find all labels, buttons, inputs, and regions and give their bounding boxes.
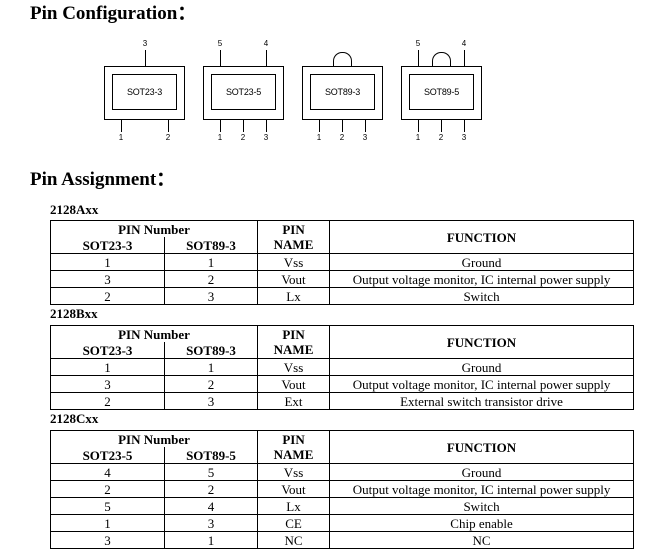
cell: External switch transistor drive	[329, 392, 635, 410]
col-a-header: SOT23-3	[50, 342, 165, 359]
function-header: FUNCTION	[329, 325, 635, 359]
cell: Ground	[329, 358, 635, 376]
table-row: 3 2 Vout Output voltage monitor, IC inte…	[50, 270, 635, 288]
cell: 1	[50, 358, 165, 376]
col-a-header: SOT23-3	[50, 237, 165, 254]
pin-table-2128cxx: PIN Number PIN NAME FUNCTION SOT23-5 SOT…	[49, 430, 635, 549]
pin-number: 4	[263, 39, 269, 48]
cell: 2	[163, 480, 259, 498]
cell: Switch	[329, 287, 635, 305]
pin-number-header: PIN Number	[49, 325, 259, 342]
pin-number: 3	[362, 133, 368, 142]
cell: 2	[50, 287, 165, 305]
function-header: FUNCTION	[329, 220, 635, 254]
table-row: 2 2 Vout Output voltage monitor, IC inte…	[50, 480, 635, 498]
col-b-header: SOT89-3	[163, 237, 259, 254]
pin-number: 3	[142, 39, 148, 48]
cell: 3	[50, 270, 165, 288]
pin-number: 5	[415, 39, 421, 48]
cell: 2	[163, 270, 259, 288]
cell: 2	[50, 392, 165, 410]
pin-number-header: PIN Number	[49, 220, 259, 237]
function-header: FUNCTION	[329, 430, 635, 464]
cell: 3	[50, 375, 165, 393]
pin-configuration-heading: Pin Configuration：	[30, 3, 197, 24]
cell: 1	[50, 253, 165, 271]
table-label: 2128Axx	[50, 202, 99, 217]
table-row: 2 3 Ext External switch transistor drive	[50, 392, 635, 410]
pin-number-header: PIN Number	[49, 430, 259, 447]
cell: Ground	[329, 463, 635, 481]
pin-number: 1	[217, 133, 223, 142]
cell: Vout	[257, 270, 331, 288]
pin-number: 3	[461, 133, 467, 142]
pin-name-header: PIN NAME	[257, 220, 331, 254]
package-label: SOT23-3	[112, 74, 177, 110]
col-b-header: SOT89-3	[163, 342, 259, 359]
table-row: 3 1 NC NC	[50, 531, 635, 549]
pin-number: 4	[461, 39, 467, 48]
table-label: 2128Cxx	[50, 411, 99, 426]
cell: Output voltage monitor, IC internal powe…	[329, 480, 635, 498]
cell: Lx	[257, 497, 331, 515]
cell: Ext	[257, 392, 331, 410]
pin-number: 2	[339, 133, 345, 142]
cell: Vss	[257, 463, 331, 481]
pin-number: 2	[438, 133, 444, 142]
cell: 3	[50, 531, 165, 549]
cell: 5	[50, 497, 165, 515]
col-a-header: SOT23-5	[50, 447, 165, 464]
cell: Output voltage monitor, IC internal powe…	[329, 270, 635, 288]
cell: 1	[50, 514, 165, 532]
cell: Vout	[257, 375, 331, 393]
cell: Chip enable	[329, 514, 635, 532]
package-label: SOT89-3	[310, 74, 375, 110]
cell: Vss	[257, 358, 331, 376]
table-row: 1 3 CE Chip enable	[50, 514, 635, 532]
package-label: SOT23-5	[211, 74, 276, 110]
cell: NC	[329, 531, 635, 549]
pin-assignment-heading: Pin Assignment：	[30, 169, 176, 190]
pin-table-2128bxx: PIN Number PIN NAME FUNCTION SOT23-3 SOT…	[49, 325, 635, 410]
cell: 3	[163, 392, 259, 410]
table-row: 1 1 Vss Ground	[50, 358, 635, 376]
cell: 5	[163, 463, 259, 481]
cell: 1	[163, 358, 259, 376]
cell: Ground	[329, 253, 635, 271]
table-row: 5 4 Lx Switch	[50, 497, 635, 515]
cell: CE	[257, 514, 331, 532]
cell: Lx	[257, 287, 331, 305]
cell: 2	[163, 375, 259, 393]
cell: Vss	[257, 253, 331, 271]
table-row: 2 3 Lx Switch	[50, 287, 635, 305]
cell: Output voltage monitor, IC internal powe…	[329, 375, 635, 393]
table-row: 1 1 Vss Ground	[50, 253, 635, 271]
cell: NC	[257, 531, 331, 549]
pin-number: 1	[118, 133, 124, 142]
col-b-header: SOT89-5	[163, 447, 259, 464]
pin-name-header: PIN NAME	[257, 325, 331, 359]
cell: 1	[163, 253, 259, 271]
cell: 2	[50, 480, 165, 498]
pin-number: 2	[240, 133, 246, 142]
pin-number: 5	[217, 39, 223, 48]
cell: Vout	[257, 480, 331, 498]
pin-table-2128axx: PIN Number PIN NAME FUNCTION SOT23-3 SOT…	[49, 220, 635, 305]
package-label: SOT89-5	[409, 74, 474, 110]
table-row: 3 2 Vout Output voltage monitor, IC inte…	[50, 375, 635, 393]
pin-number: 3	[263, 133, 269, 142]
cell: 4	[163, 497, 259, 515]
pin-number: 1	[316, 133, 322, 142]
cell: 3	[163, 514, 259, 532]
pin-number: 1	[415, 133, 421, 142]
cell: 3	[163, 287, 259, 305]
cell: 1	[163, 531, 259, 549]
cell: Switch	[329, 497, 635, 515]
pin-name-header: PIN NAME	[257, 430, 331, 464]
pin-number: 2	[165, 133, 171, 142]
table-label: 2128Bxx	[50, 306, 98, 321]
table-row: 4 5 Vss Ground	[50, 463, 635, 481]
cell: 4	[50, 463, 165, 481]
